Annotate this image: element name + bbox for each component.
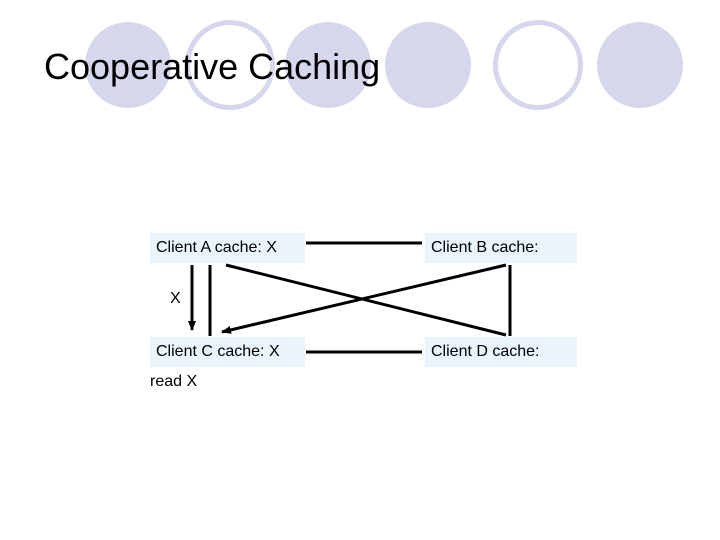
decor-ring-1 (185, 20, 275, 110)
transfer-label: X (170, 290, 181, 307)
client-d-node: Client D cache: (425, 337, 577, 367)
edge-a-d (225, 263, 507, 337)
client-c-node: Client C cache: X (150, 337, 305, 367)
decor-circle-3 (385, 22, 471, 108)
decor-ring-2 (493, 20, 583, 110)
client-a-node: Client A cache: X (150, 233, 305, 263)
request-label: read X (150, 373, 198, 390)
decor-circle-4 (597, 22, 683, 108)
client-b-node: Client B cache: (425, 233, 577, 263)
slide-title: Cooperative Caching (44, 46, 381, 87)
decor-circle-2 (285, 22, 371, 108)
edge-b-c-arrow (221, 263, 507, 334)
decor-circle-1 (85, 22, 171, 108)
